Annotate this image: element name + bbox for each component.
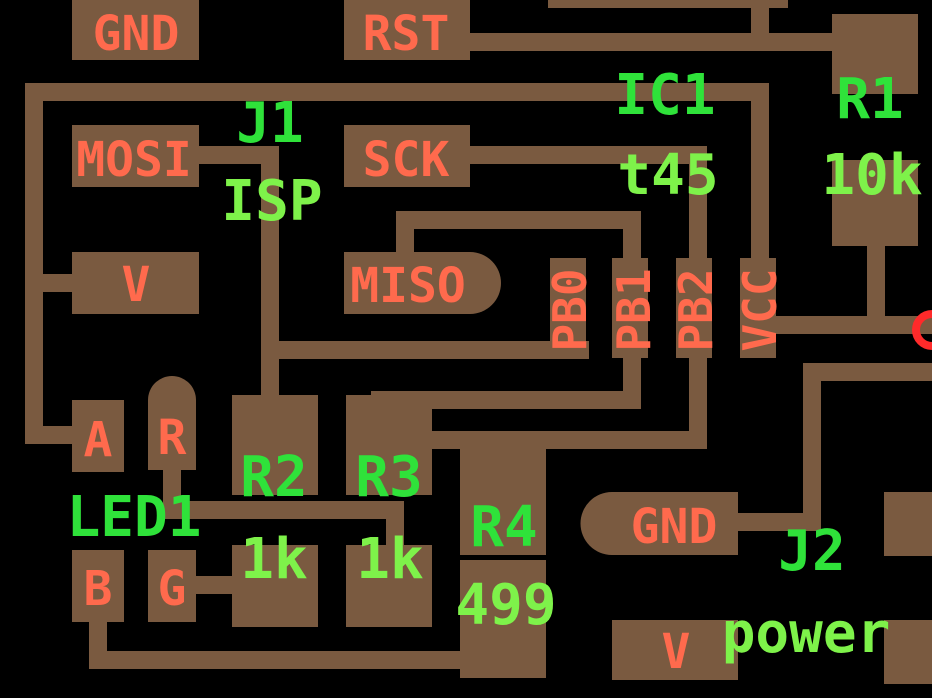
pad-led1-r bbox=[148, 376, 196, 470]
value-r4: 499 bbox=[455, 573, 556, 638]
ref-j2: J2 bbox=[778, 519, 845, 584]
pad-ic1-pb2 bbox=[676, 258, 712, 358]
pad-r2-top bbox=[232, 395, 318, 495]
ref-ic1: IC1 bbox=[614, 63, 715, 128]
ref-j1: J1 bbox=[236, 91, 303, 156]
label-j1-mosi: MOSI bbox=[76, 132, 192, 188]
pad-j1-mosi bbox=[72, 125, 199, 187]
pad-ic1-pb1 bbox=[612, 258, 648, 358]
pad-j2-right bbox=[884, 492, 932, 556]
ref-labels: J1 IC1 R1 LED1 R2 R3 R4 J2 bbox=[67, 63, 904, 584]
label-j1-v: V bbox=[122, 257, 151, 313]
pad-r1-bottom bbox=[832, 160, 918, 246]
ref-led1: LED1 bbox=[67, 485, 202, 550]
pad-j2-right-bottom bbox=[884, 620, 932, 684]
label-j2-v: V bbox=[662, 624, 691, 680]
label-j1-rst: RST bbox=[363, 6, 450, 62]
cut-off-marker bbox=[912, 310, 932, 350]
pad-r1-top bbox=[832, 14, 918, 94]
trace-mosi bbox=[181, 146, 589, 359]
trace-vcc-loop bbox=[25, 83, 769, 444]
value-labels: ISP t45 10k 1k 1k 499 power bbox=[221, 143, 922, 666]
pad-j2-v bbox=[612, 620, 738, 680]
label-led1-r: R bbox=[158, 410, 187, 466]
pad-j1-sck bbox=[344, 125, 470, 187]
pad-ic1-vcc bbox=[740, 258, 776, 358]
pad-ic1-pb0 bbox=[550, 258, 586, 358]
label-ic1-vcc: VCC bbox=[733, 268, 787, 351]
pad-j1-v bbox=[72, 252, 199, 314]
pad-r3-bottom bbox=[346, 545, 432, 627]
pad-led1-b bbox=[72, 550, 124, 622]
trace-j2-gnd bbox=[711, 363, 932, 531]
pad-j1-gnd bbox=[72, 0, 199, 60]
value-r1: 10k bbox=[821, 143, 922, 208]
label-j1-miso: MISO bbox=[350, 258, 466, 314]
label-j1-sck: SCK bbox=[363, 132, 450, 188]
label-ic1-pb0: PB0 bbox=[543, 268, 597, 351]
value-j2: power bbox=[722, 601, 891, 666]
pad-led1-a bbox=[72, 400, 124, 472]
value-j1: ISP bbox=[221, 169, 322, 234]
pin-labels: GND RST MOSI SCK V MISO PB0 PB1 PB2 VCC … bbox=[76, 6, 787, 680]
ref-r4: R4 bbox=[470, 495, 537, 560]
pad-r4-bottom bbox=[460, 560, 546, 678]
pad-j2-gnd bbox=[580, 492, 738, 555]
ref-r2: R2 bbox=[240, 445, 307, 510]
ref-r3: R3 bbox=[355, 445, 422, 510]
pad-ic1-top bbox=[548, 0, 788, 8]
ref-r1: R1 bbox=[836, 67, 903, 132]
label-ic1-pb2: PB2 bbox=[669, 268, 723, 351]
pad-j1-miso bbox=[344, 252, 501, 314]
label-j2-gnd: GND bbox=[631, 499, 718, 555]
label-led1-g: G bbox=[158, 561, 187, 617]
pads bbox=[72, 0, 932, 684]
pad-r3-top bbox=[346, 395, 432, 495]
pad-j1-rst bbox=[344, 0, 470, 60]
label-j1-gnd: GND bbox=[93, 6, 180, 62]
label-ic1-pb1: PB1 bbox=[607, 268, 661, 351]
pad-r2-bottom bbox=[232, 545, 318, 627]
value-r3: 1k bbox=[356, 527, 423, 592]
value-ic1: t45 bbox=[617, 143, 718, 208]
pad-led1-g bbox=[148, 550, 196, 622]
label-led1-a: A bbox=[84, 412, 113, 468]
pad-r4-top bbox=[460, 445, 546, 555]
value-r2: 1k bbox=[240, 527, 307, 592]
label-led1-b: B bbox=[84, 561, 113, 617]
